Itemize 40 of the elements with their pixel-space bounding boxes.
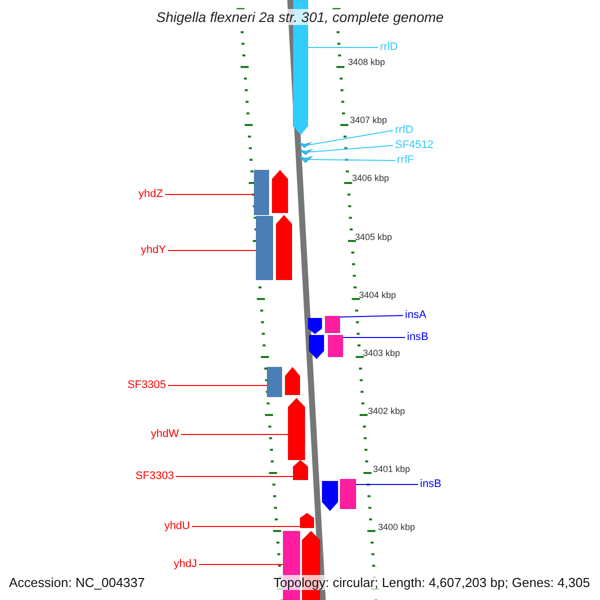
gene-label: yhdZ xyxy=(138,188,163,201)
leader-line xyxy=(308,159,396,161)
scale-label: 3404 kbp xyxy=(359,289,396,302)
leader-line xyxy=(308,47,378,48)
leader-line xyxy=(356,484,418,485)
scale-label: 3407 kbp xyxy=(350,114,388,127)
map-title: Shigella flexneri 2a str. 301, complete genome xyxy=(156,9,444,25)
scale-label: 3406 kbp xyxy=(352,172,390,185)
gene-label: SF3305 xyxy=(127,379,166,392)
gene-label: yhdW xyxy=(150,428,179,441)
gene-label: SF3303 xyxy=(135,470,174,483)
gene-label: yhdU xyxy=(164,520,190,533)
scale-label: 3402 kbp xyxy=(368,405,406,418)
gene-label: insB xyxy=(420,478,442,491)
leader-line xyxy=(308,130,394,146)
gene-label: rrlD xyxy=(380,41,398,54)
gene-label: insB xyxy=(407,331,428,344)
gene-label: rrfF xyxy=(397,154,414,167)
scale-label: 3408 kbp xyxy=(348,56,386,69)
accession-label: Accession: NC_004337 xyxy=(9,575,145,590)
scale-label: 3405 kbp xyxy=(355,231,392,244)
gene-label: insA xyxy=(405,309,426,322)
leader-line xyxy=(198,564,284,565)
scale-label: 3401 kbp xyxy=(373,463,410,476)
gene-label: yhdY xyxy=(140,244,166,257)
leader-line xyxy=(164,194,254,195)
leader-line xyxy=(192,526,300,527)
scale-label: 3400 kbp xyxy=(378,521,416,534)
leader-line xyxy=(180,434,288,435)
leader-line xyxy=(168,385,268,386)
gene-label: SF4512 xyxy=(395,139,434,152)
genome-info: Topology: circular; Length: 4,607,203 bp; Genes: 4,305 xyxy=(273,575,590,590)
leader-line xyxy=(342,337,406,338)
leader-line xyxy=(168,250,256,251)
leader-line xyxy=(176,476,294,477)
leader-line xyxy=(340,315,404,318)
gene-label: rrfD xyxy=(395,124,414,137)
leader-line xyxy=(308,145,394,152)
gene-label: yhdJ xyxy=(174,558,197,571)
scale-label: 3403 kbp xyxy=(363,347,400,360)
